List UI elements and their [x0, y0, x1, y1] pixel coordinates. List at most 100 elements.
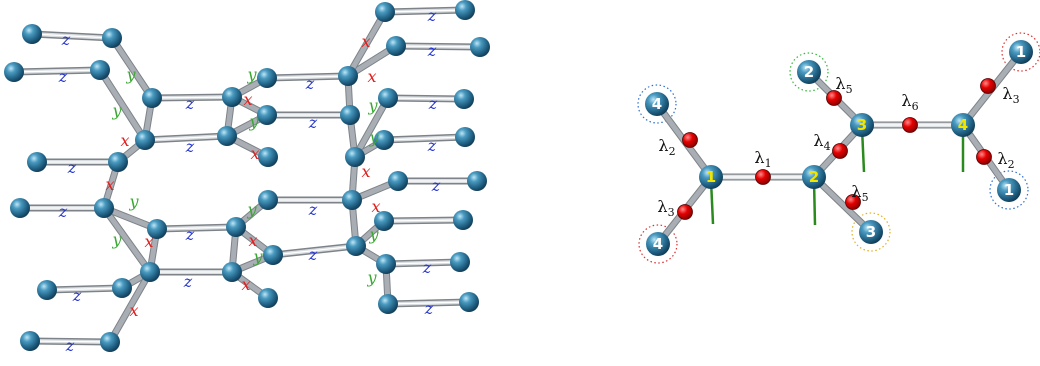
- lattice-atom: [467, 171, 487, 191]
- lattice-bond: [28, 30, 116, 42]
- end-atom-number: 4: [652, 95, 662, 113]
- bond-type-label-z: z: [427, 41, 437, 60]
- lattice-bond: [381, 6, 469, 16]
- dotted-ring-green: [789, 52, 829, 92]
- lattice-bond: [141, 132, 231, 144]
- bond-type-label-y: y: [128, 192, 139, 211]
- lattice-atom: [450, 252, 470, 272]
- dotted-ring-blue: [637, 84, 677, 124]
- lattice-atom: [257, 105, 277, 125]
- lambda-node: [832, 143, 848, 159]
- lambda-label-5: λ5: [835, 74, 852, 96]
- lattice-atom: [90, 60, 110, 80]
- lattice-atom: [100, 332, 120, 352]
- lattice-bond: [106, 268, 154, 346]
- bond-type-label-z: z: [422, 258, 432, 277]
- bond-type-label-z: z: [427, 6, 437, 25]
- bond-type-label-y: y: [366, 268, 377, 287]
- bond-type-label-z: z: [185, 137, 195, 156]
- lambda-node: [677, 204, 693, 220]
- lattice-atom: [102, 28, 122, 48]
- lattice-atom: [22, 24, 42, 44]
- lattice-atom: [37, 280, 57, 300]
- lattice-atom: [459, 292, 479, 312]
- bond-type-label-z: z: [308, 113, 318, 132]
- lattice-bond: [380, 133, 469, 144]
- lattice-atom: [20, 331, 40, 351]
- lattice-atoms: [4, 0, 490, 352]
- end-atom: [645, 92, 669, 116]
- cluster-atoms: [645, 40, 1033, 256]
- lattice-atom: [94, 198, 114, 218]
- lattice-atom: [112, 278, 132, 298]
- lattice-atom: [263, 245, 283, 265]
- lattice-atom: [140, 262, 160, 282]
- lattice-atom: [258, 288, 278, 308]
- lattice-bond: [384, 298, 473, 308]
- bond-type-label-x: x: [367, 67, 376, 86]
- lattice-bond: [100, 204, 154, 276]
- dotted-ring-red: [638, 224, 678, 264]
- lattice-atom: [388, 171, 408, 191]
- bond-type-label-y: y: [248, 112, 259, 131]
- lattice-atom: [378, 88, 398, 108]
- site-number: 2: [809, 168, 819, 186]
- bond-type-label-z: z: [308, 200, 318, 219]
- lattice-atom: [222, 262, 242, 282]
- dotted-ring-yellow: [851, 212, 891, 252]
- lattice-bond: [263, 72, 352, 82]
- end-atom-number: 1: [1016, 43, 1026, 61]
- lattice-atom: [147, 219, 167, 239]
- bond-type-label-y: y: [125, 65, 136, 84]
- lattice-atom: [222, 87, 242, 107]
- site-number: 3: [857, 116, 867, 134]
- end-atom: [997, 178, 1021, 202]
- bond-type-label-z: z: [428, 94, 438, 113]
- lattice-bond: [382, 258, 464, 268]
- bond-type-label-x: x: [241, 275, 250, 294]
- lattice-atom: [108, 152, 128, 172]
- lambda-label-1: λ1: [754, 148, 771, 170]
- lattice-bond: [26, 337, 114, 346]
- site-number: 1: [706, 168, 716, 186]
- bond-type-label-z: z: [58, 67, 68, 86]
- end-atom-number: 3: [866, 223, 876, 241]
- bond-type-label-z: z: [185, 94, 195, 113]
- bond-type-label-z: z: [183, 272, 193, 291]
- bond-type-label-y: y: [252, 247, 263, 266]
- lattice-atom: [346, 236, 366, 256]
- cluster-site-3: [850, 113, 874, 137]
- bond-type-label-x: x: [120, 131, 129, 150]
- bond-type-label-x: x: [129, 301, 138, 320]
- bond-type-label-z: z: [58, 202, 68, 221]
- lattice-bond: [108, 34, 156, 102]
- lambda-label-5: λ5: [851, 182, 868, 204]
- lambda-node: [976, 149, 992, 165]
- lattice-atom: [226, 217, 246, 237]
- lattice-atom: [375, 2, 395, 22]
- lattice-atom: [374, 130, 394, 150]
- lattice-bond: [96, 66, 149, 144]
- lattice-atom: [345, 147, 365, 167]
- lattice-bond: [10, 66, 104, 76]
- bond-type-label-z: z: [185, 225, 195, 244]
- lattice-bond: [392, 42, 484, 51]
- bond-type-label-z: z: [67, 158, 77, 177]
- bond-type-label-x: x: [371, 197, 380, 216]
- lattice-atom: [342, 190, 362, 210]
- bond-type-label-y: y: [111, 101, 122, 120]
- bond-type-label-y: y: [246, 65, 257, 84]
- end-atom: [646, 232, 670, 256]
- bond-type-label-z: z: [308, 245, 318, 264]
- bond-type-label-z: z: [65, 336, 75, 355]
- lambda-node: [845, 194, 861, 210]
- end-atom: [797, 60, 821, 84]
- bond-type-label-z: z: [72, 286, 82, 305]
- lattice-bond: [344, 8, 389, 80]
- dotted-ring-red: [1001, 32, 1040, 72]
- cluster-dotted-rings: [637, 32, 1040, 264]
